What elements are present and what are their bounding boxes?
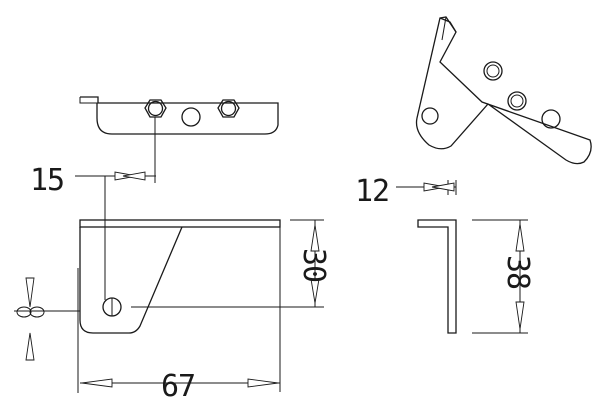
dimension-label-12: 12 (355, 174, 389, 209)
dimension-hole-offset: 15 (30, 117, 156, 300)
dimension-label-30: 30 (296, 248, 331, 282)
dimension-side-height: 38 (472, 219, 535, 334)
iso-hex-hole (507, 91, 527, 111)
iso-hole (421, 107, 439, 125)
dimension-label-38: 38 (500, 255, 535, 289)
dimension-thickness: 12 (355, 174, 457, 209)
dimension-label-67: 67 (161, 369, 195, 404)
dimension-hole-height: 30 (131, 219, 331, 308)
top-view (79, 96, 279, 135)
isometric-view (415, 16, 592, 165)
dimension-label-15: 15 (30, 163, 64, 198)
iso-hole (541, 109, 561, 129)
front-view (79, 219, 281, 334)
round-hole (181, 107, 201, 127)
iso-hex-hole (483, 61, 503, 81)
hex-hole (217, 99, 240, 118)
dimension-width: 67 (80, 227, 281, 404)
side-view (417, 219, 457, 334)
dimension-left-hole (14, 268, 80, 393)
hex-hole (144, 99, 167, 118)
